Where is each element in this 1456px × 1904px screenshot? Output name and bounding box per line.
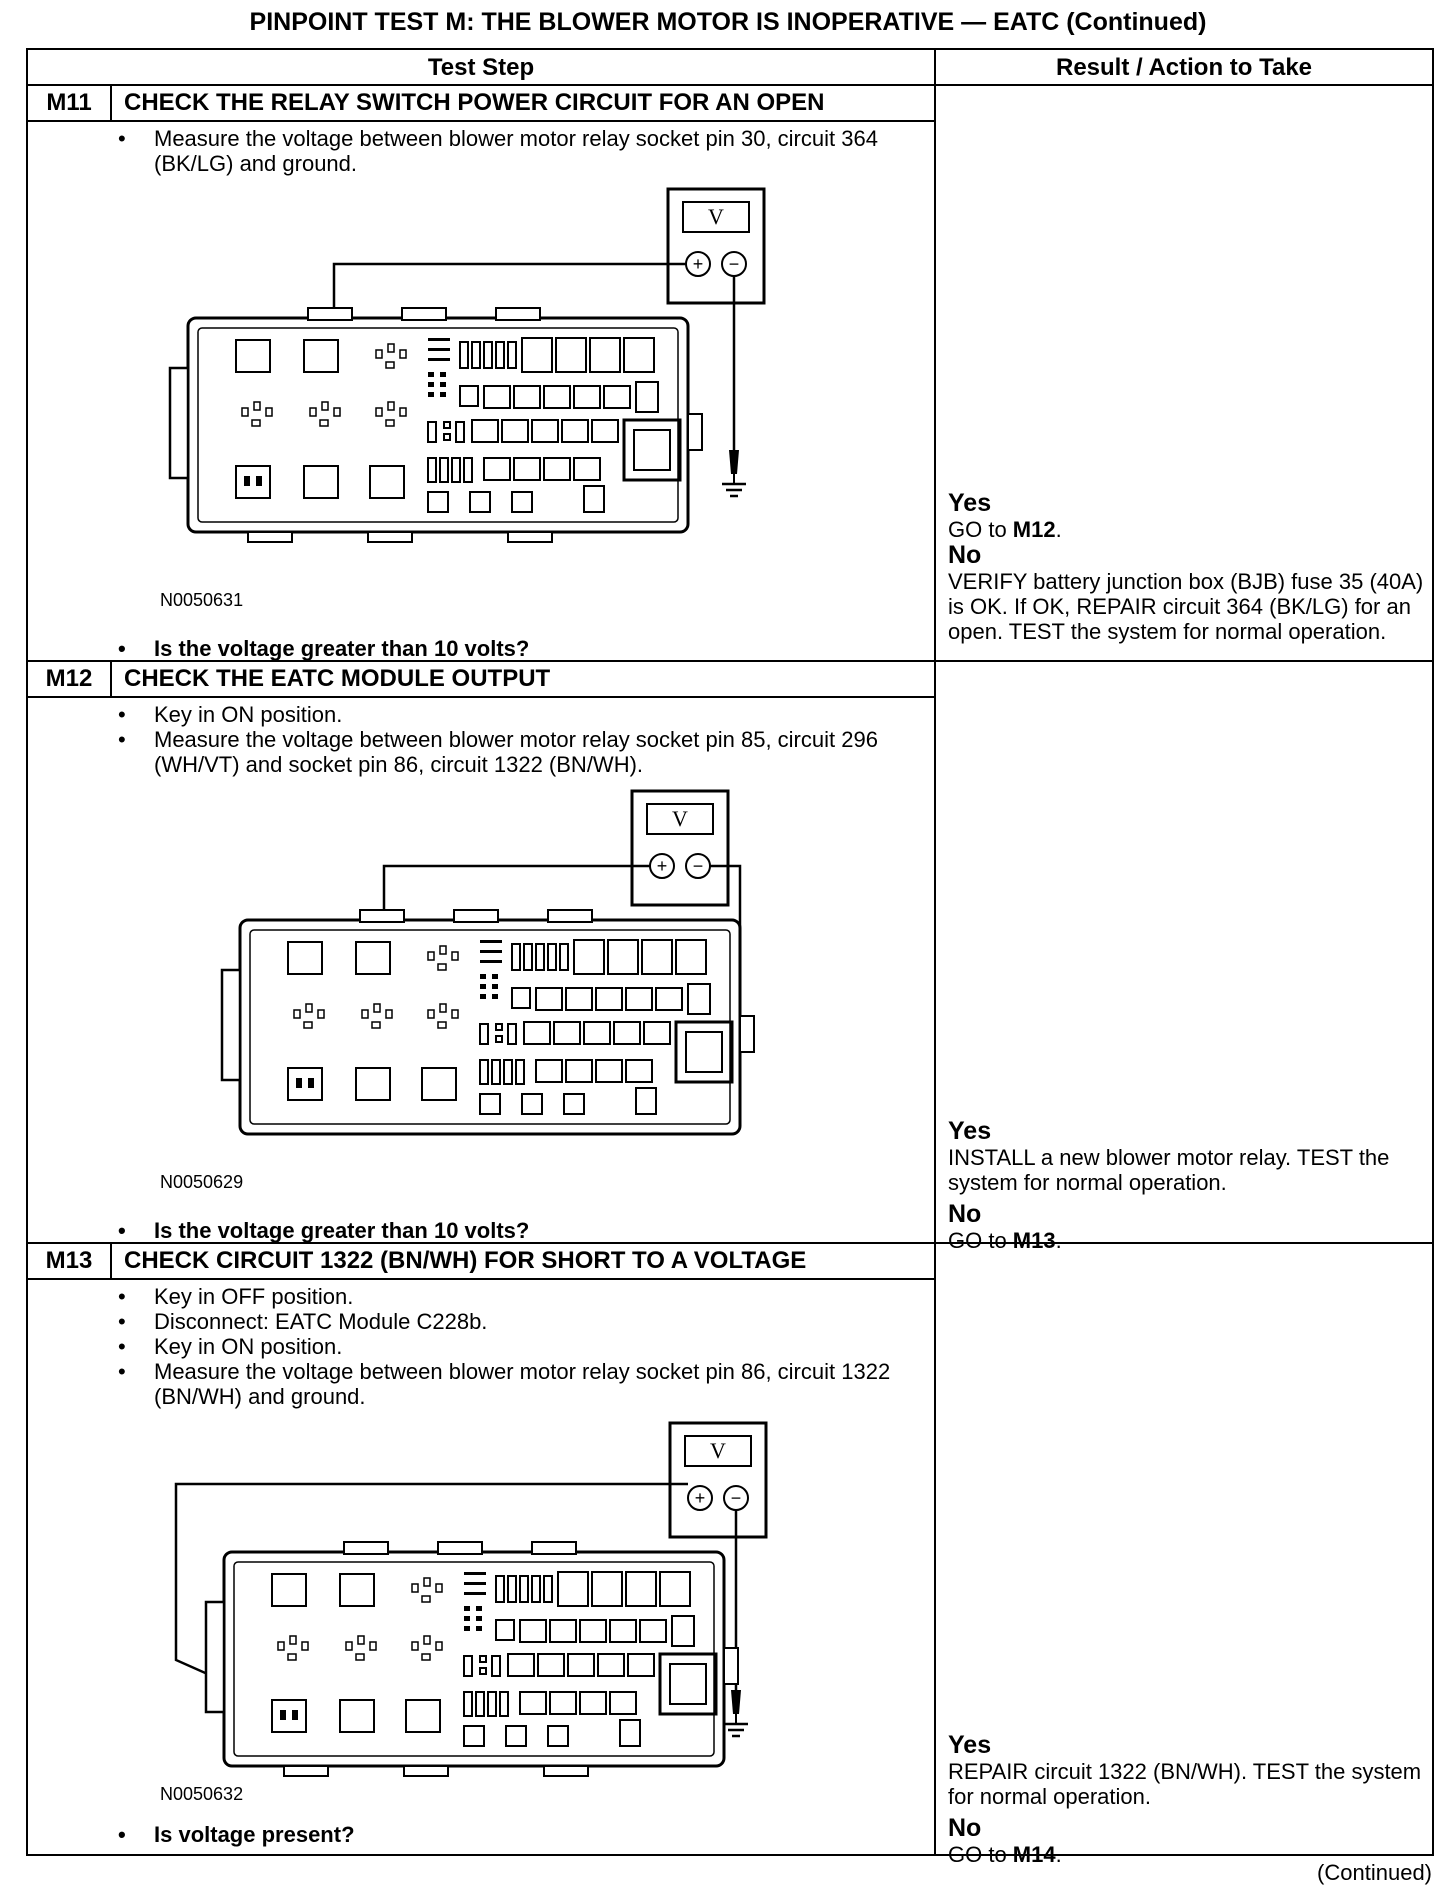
step-header: M11 CHECK THE RELAY SWITCH POWER CIRCUIT… [28,86,934,122]
step-title: CHECK THE EATC MODULE OUTPUT [124,665,551,692]
result-action: Yes INSTALL a new blower motor relay. TE… [948,1117,1426,1254]
test-step-cell: M13 CHECK CIRCUIT 1322 (BN/WH) FOR SHORT… [28,1244,936,1854]
battery-junction-box [204,1541,739,1777]
instruction-list: Key in OFF position. Disconnect: EATC Mo… [118,1284,918,1409]
battery-junction-box [168,307,703,543]
relay-socket [235,465,271,499]
svg-text:+: + [693,254,704,274]
step-id: M12 [28,662,112,696]
instruction-item: Key in OFF position. [118,1284,918,1309]
step-id: M11 [28,86,112,120]
instruction-list: Key in ON position. Measure the voltage … [118,702,918,777]
instruction-item: Measure the voltage between blower motor… [118,126,918,176]
no-action: VERIFY battery junction box (BJB) fuse 3… [948,569,1424,644]
yes-action: REPAIR circuit 1322 (BN/WH). TEST the sy… [948,1759,1422,1809]
voltmeter-display [684,1435,752,1467]
column-header-result: Result / Action to Take [936,50,1432,86]
junction-box-diagram: V + − [174,1421,768,1777]
step-header: M12 CHECK THE EATC MODULE OUTPUT [28,662,934,698]
figure-id: N0050629 [160,1172,244,1192]
svg-text:−: − [693,856,704,876]
test-step-cell: M12 CHECK THE EATC MODULE OUTPUT Key in … [28,662,936,1244]
svg-text:−: − [729,254,740,274]
continued-note: (Continued) [1317,1860,1432,1885]
pinpoint-test-table: Test Step Result / Action to Take M11 CH… [26,48,1434,1867]
ground-icon [724,1714,748,1738]
result-action: Yes GO to M12. No VERIFY battery junctio… [948,489,1426,645]
svg-text:+: + [695,1488,706,1508]
figure-id: N0050632 [160,1784,244,1804]
instruction-item: Disconnect: EATC Module C228b. [118,1309,918,1334]
voltmeter: V + − [666,187,766,305]
meter-label: V [708,204,724,229]
yes-label: Yes [948,1117,992,1145]
yes-label: Yes [948,1731,992,1759]
no-label: No [948,541,982,569]
meter-label: V [672,806,688,831]
page-title: PINPOINT TEST M: THE BLOWER MOTOR IS INO… [249,8,1207,36]
svg-text:+: + [657,856,668,876]
ground-icon [722,474,746,498]
test-step-m11: M11 CHECK THE RELAY SWITCH POWER CIRCUIT… [28,86,1432,662]
test-step-m13: M13 CHECK CIRCUIT 1322 (BN/WH) FOR SHORT… [28,1244,1432,1867]
voltmeter-display [682,201,750,233]
instruction-item: Measure the voltage between blower motor… [118,1359,918,1409]
voltmeter-display [646,803,714,835]
question: Is the voltage greater than 10 volts? [118,1218,529,1244]
yes-action: GO to M12. [948,517,1062,542]
step-header: M13 CHECK CIRCUIT 1322 (BN/WH) FOR SHORT… [28,1244,934,1280]
yes-action: INSTALL a new blower motor relay. TEST t… [948,1145,1390,1195]
no-action: GO to M14. [948,1842,1062,1867]
test-step-cell: M11 CHECK THE RELAY SWITCH POWER CIRCUIT… [28,86,936,662]
figure-id: N0050631 [160,590,244,610]
step-title: CHECK THE RELAY SWITCH POWER CIRCUIT FOR… [124,89,825,116]
voltmeter: V + − [668,1421,768,1539]
no-action: GO to M13. [948,1228,1062,1253]
result-action: Yes REPAIR circuit 1322 (BN/WH). TEST th… [948,1731,1426,1868]
step-id: M13 [28,1244,112,1278]
instruction-list: Measure the voltage between blower motor… [118,126,918,176]
junction-box-diagram: V + − [220,789,755,1136]
svg-text:−: − [731,1488,742,1508]
meter-label: V [710,1438,726,1463]
step-title: CHECK CIRCUIT 1322 (BN/WH) FOR SHORT TO … [124,1247,807,1274]
instruction-item: Measure the voltage between blower motor… [118,727,918,777]
question: Is voltage present? [118,1822,355,1848]
battery-junction-box [220,909,755,1136]
relay-socket [287,1067,323,1101]
no-label: No [948,1814,982,1842]
no-label: No [948,1200,982,1228]
column-header-test-step: Test Step [28,50,936,86]
question: Is the voltage greater than 10 volts? [118,636,529,662]
instruction-item: Key in ON position. [118,1334,918,1359]
relay-socket [271,1699,307,1733]
test-step-m12: M12 CHECK THE EATC MODULE OUTPUT Key in … [28,662,1432,1253]
positive-terminal-icon [687,1485,713,1511]
instruction-item: Key in ON position. [118,702,918,727]
yes-label: Yes [948,489,992,517]
voltmeter: V + − [630,789,730,907]
junction-box-diagram: V + − [168,187,766,543]
